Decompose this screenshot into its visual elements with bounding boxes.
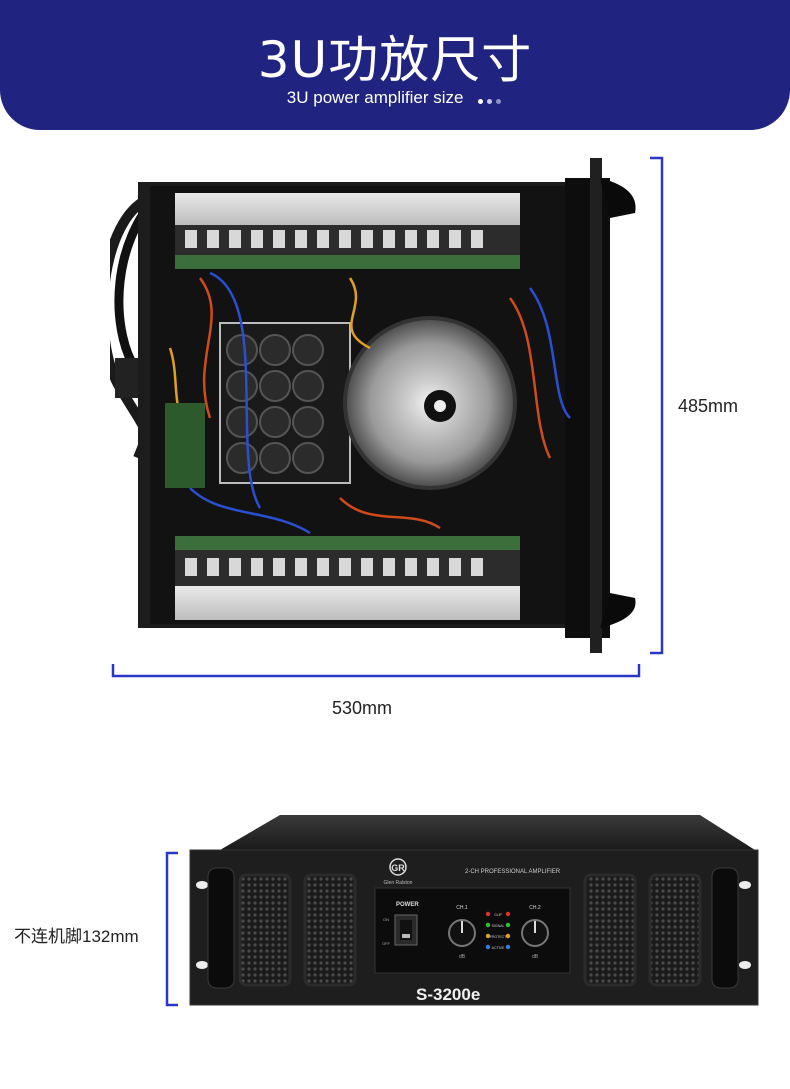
height-dimension-label: 485mm <box>678 396 739 416</box>
subtitle-text: 3U power amplifier size <box>286 88 464 107</box>
model-label: S-3200e <box>416 985 480 1004</box>
signal-label: SIGNAL <box>492 924 505 928</box>
amplifier-top-view-image <box>110 158 636 653</box>
brand-logo-text: GR <box>391 863 405 873</box>
dots-icon <box>476 89 503 109</box>
active-label: ACTIVE <box>492 946 505 950</box>
front-height-dimension-line <box>165 851 178 1007</box>
front-height-dimension-label: 不连机脚132mm <box>14 927 139 946</box>
switch-on-label: ON <box>383 917 389 922</box>
width-dimension-label: 530mm <box>332 698 393 718</box>
power-label: POWER <box>396 902 419 908</box>
page-subtitle: 3U power amplifier size <box>0 88 790 109</box>
brand-name: Glen Ralston <box>384 880 413 886</box>
ch1-db-label: dB <box>459 954 466 960</box>
front-panel-header: 2-CH PROFESSIONAL AMPLIFIER <box>465 869 561 875</box>
page-title: 3U功放尺寸 <box>257 31 533 89</box>
header-banner: 3U功放尺寸 3U power amplifier size <box>0 0 790 130</box>
width-dimension-line <box>111 664 641 678</box>
ch2-db-label: dB <box>532 954 539 960</box>
protect-label: PROTECT <box>490 935 508 939</box>
ch2-label: CH.2 <box>529 905 541 911</box>
ch1-label: CH.1 <box>456 905 468 911</box>
height-dimension-line <box>650 156 664 655</box>
switch-off-label: OFF <box>382 941 391 946</box>
amplifier-front-view-image: GR Glen Ralston 2-CH PROFESSIONAL AMPLIF… <box>189 815 759 1006</box>
clip-label: CLIP <box>494 913 502 917</box>
